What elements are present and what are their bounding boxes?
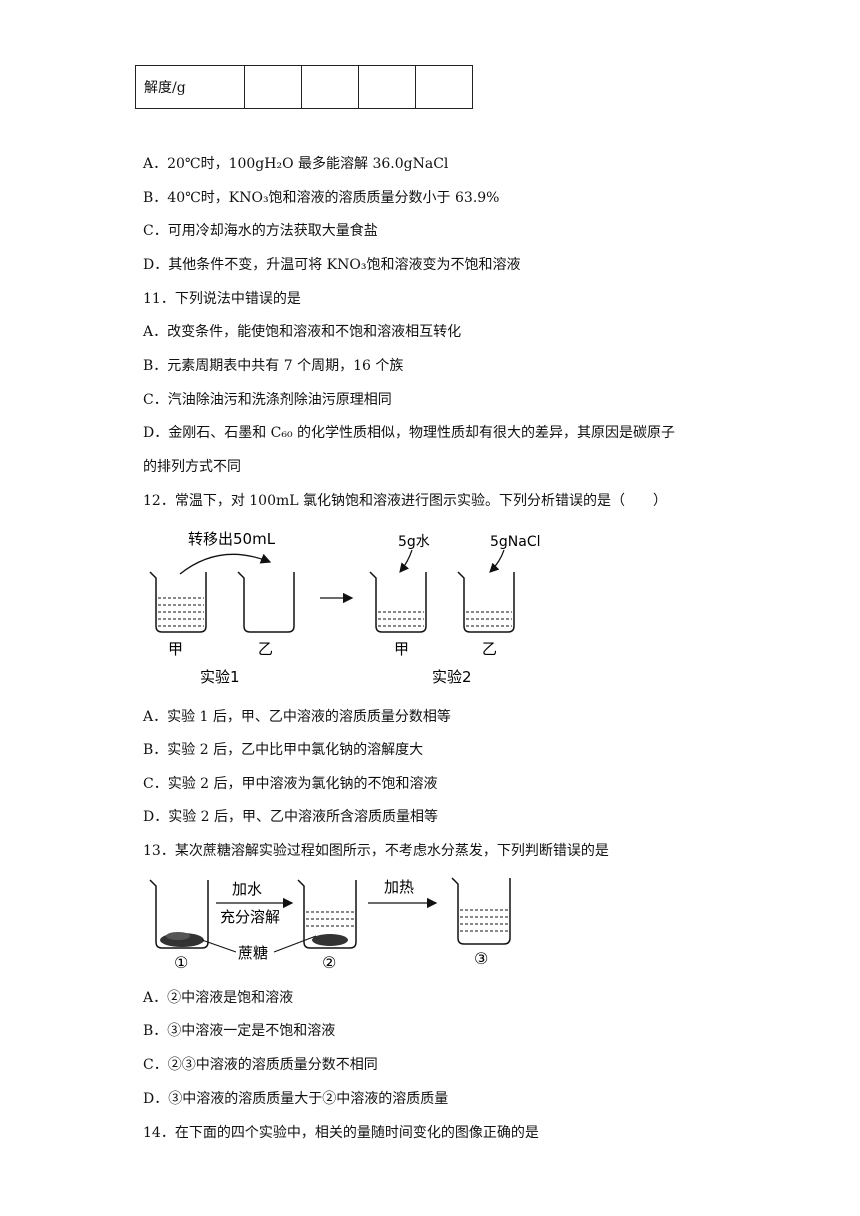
label-jia-2: 甲 (394, 640, 409, 658)
q12-stem: 12．常温下，对 100mL 氯化钠饱和溶液进行图示实验。下列分析错误的是（ ） (143, 493, 668, 509)
transfer-label: 转移出50mL (188, 530, 276, 548)
beaker-yi-1 (237, 571, 295, 633)
add-nacl-label: 5gNaCl (490, 534, 541, 550)
q13-option-c: C．②③中溶液的溶质质量分数不相同 (143, 1057, 378, 1073)
add-water-label: 5g水 (398, 534, 430, 550)
q12-option-a: A．实验 1 后，甲、乙中溶液的溶质质量分数相等 (143, 709, 451, 725)
label-yi-2: 乙 (482, 640, 497, 658)
beaker-2 (297, 879, 357, 949)
table-cell (244, 65, 302, 109)
q10-option-b: B．40℃时，KNO₃饱和溶液的溶质质量分数小于 63.9% (143, 190, 500, 206)
q12-option-b: B．实验 2 后，乙中比甲中氯化钠的溶解度大 (143, 742, 424, 758)
table-row-label: 解度/g (135, 65, 245, 109)
heat-label: 加热 (384, 878, 414, 896)
label-yi-1: 乙 (258, 640, 273, 658)
q12-figure: 转移出50mL 甲 乙 实验1 5g水 5gNaCl (149, 530, 541, 686)
table-cell (358, 65, 416, 109)
sugar-label: 蔗糖 (238, 944, 268, 962)
q14-stem: 14．在下面的四个实验中，相关的量随时间变化的图像正确的是 (143, 1125, 539, 1141)
add-water-label: 加水 (232, 880, 262, 898)
step-1-label: ① (174, 953, 188, 972)
q13-stem: 13．某次蔗糖溶解实验过程如图所示，不考虑水分蒸发，下列判断错误的是 (143, 843, 609, 859)
q11-stem: 11．下列说法中错误的是 (143, 291, 301, 307)
q11-option-c: C．汽油除油污和洗涤剂除油污原理相同 (143, 392, 392, 408)
exp1-label: 实验1 (200, 668, 240, 686)
sugar-pointer-1 (201, 939, 237, 953)
q11-option-b: B．元素周期表中共有 7 个周期，16 个族 (143, 358, 404, 374)
step-3-label: ③ (474, 949, 488, 968)
q10-option-a: A．20℃时，100gH₂O 最多能溶解 36.0gNaCl (143, 156, 449, 172)
q11-option-d: D．金刚石、石墨和 C₆₀ 的化学性质相似，物理性质却有很大的差异，其原因是碳原… (143, 425, 676, 441)
add-water-arrow (399, 549, 413, 573)
q13-option-a: A．②中溶液是饱和溶液 (143, 990, 294, 1006)
step-2-label: ② (322, 953, 336, 972)
q12-option-d: D．实验 2 后，甲、乙中溶液所含溶质质量相等 (143, 809, 439, 825)
beaker-1 (149, 879, 209, 949)
transfer-arrow (179, 553, 272, 575)
beaker-3 (451, 877, 511, 945)
solubility-table: 解度/g (135, 65, 473, 109)
beaker-jia-2 (369, 571, 427, 633)
q11-option-a: A．改变条件，能使饱和溶液和不饱和溶液相互转化 (143, 324, 462, 340)
q12-option-c: C．实验 2 后，甲中溶液为氯化钠的不饱和溶液 (143, 776, 438, 792)
exp2-label: 实验2 (432, 668, 472, 686)
q10-option-c: C．可用冷却海水的方法获取大量食盐 (143, 223, 378, 239)
q10-option-d: D．其他条件不变，升温可将 KNO₃饱和溶液变为不饱和溶液 (143, 257, 521, 273)
beaker-yi-2 (457, 571, 515, 633)
q13-option-d: D．③中溶液的溶质质量大于②中溶液的溶质质量 (143, 1091, 449, 1107)
dissolve-label: 充分溶解 (220, 908, 280, 926)
label-jia-1: 甲 (168, 640, 183, 658)
add-nacl-arrow (489, 549, 505, 573)
beaker-jia-1 (149, 571, 207, 633)
sugar-pointer-2 (273, 935, 317, 953)
table-row: 解度/g (135, 65, 473, 109)
table-cell (301, 65, 359, 109)
q13-option-b: B．③中溶液一定是不饱和溶液 (143, 1023, 336, 1039)
table-cell (415, 65, 473, 109)
q13-figure: ① 加水 充分溶解 蔗糖 ② 加热 ③ (149, 877, 511, 972)
q11-option-d-cont: 的排列方式不同 (143, 459, 241, 475)
